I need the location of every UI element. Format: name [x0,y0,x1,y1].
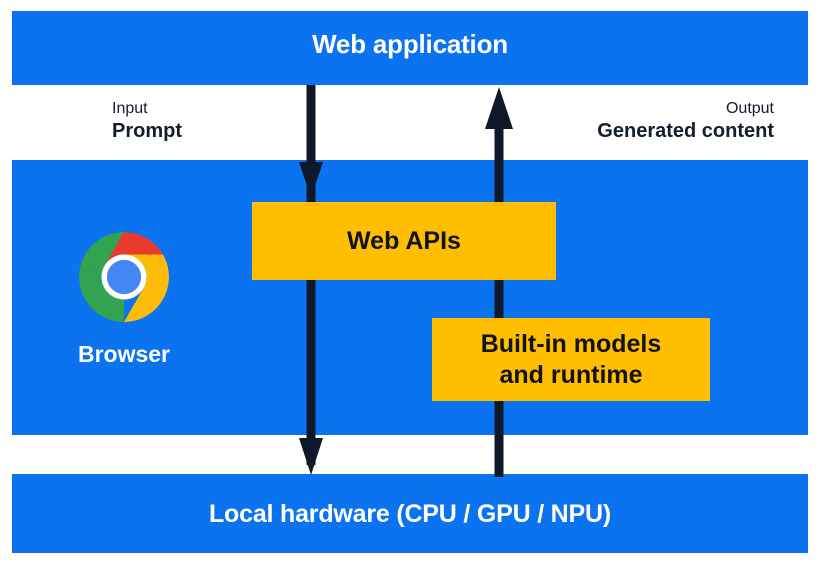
local-hardware-band [12,474,808,553]
chrome-logo-icon [79,232,169,322]
arrow-down-input-icon [299,85,323,475]
web-apis-box[interactable]: Web APIs [252,202,556,280]
web-application-band [12,11,808,85]
web-apis-label: Web APIs [347,226,461,255]
output-caption-value: Generated content [597,119,774,142]
arrow-up-output-icon [485,87,513,477]
browser-label: Browser [77,341,171,367]
output-caption: Output Generated content [597,100,774,143]
built-in-models-line2: and runtime [499,360,643,389]
input-caption-kind: Input [112,100,148,117]
built-in-models-box[interactable]: Built-in models and runtime [432,318,710,401]
output-caption-kind: Output [725,100,774,117]
built-in-models-line1: Built-in models [480,330,662,358]
web-application-label: Web application [312,29,508,59]
input-caption: Input Prompt [112,100,182,143]
browser-group: Browser [46,232,202,368]
input-caption-value: Prompt [112,119,182,142]
local-hardware-label: Local hardware (CPU / GPU / NPU) [208,500,611,528]
built-in-models-label: Built-in models and runtime [481,329,662,390]
